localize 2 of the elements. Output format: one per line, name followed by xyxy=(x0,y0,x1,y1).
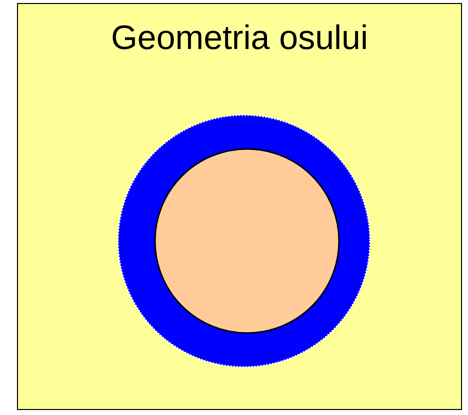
heading: Geometria osului xyxy=(110,18,369,58)
panel-background xyxy=(17,3,462,410)
